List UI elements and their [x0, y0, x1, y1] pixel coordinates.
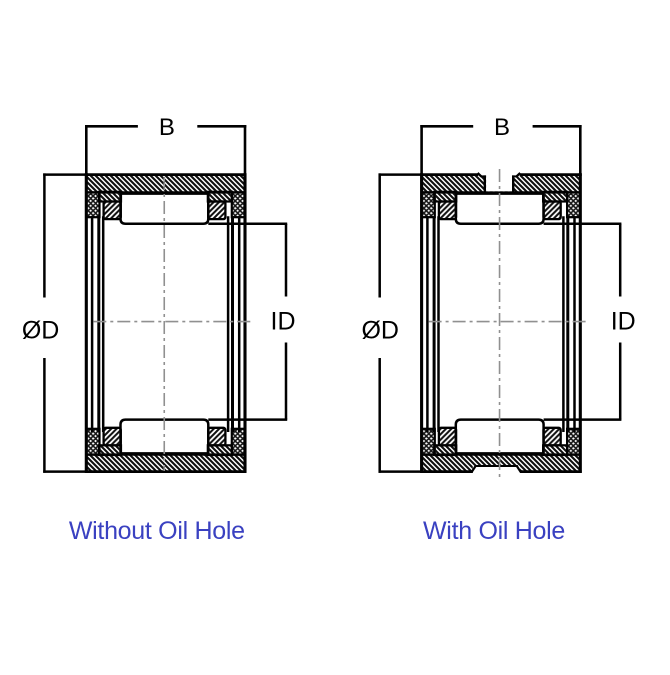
- svg-text:ØD: ØD: [22, 316, 60, 344]
- svg-text:ID: ID: [611, 307, 636, 335]
- svg-text:ID: ID: [271, 307, 296, 335]
- svg-text:Without Oil Hole: Without Oil Hole: [69, 517, 245, 545]
- svg-text:B: B: [159, 114, 175, 141]
- svg-text:B: B: [494, 114, 510, 141]
- svg-text:ØD: ØD: [361, 316, 399, 344]
- svg-text:With Oil Hole: With Oil Hole: [423, 517, 565, 545]
